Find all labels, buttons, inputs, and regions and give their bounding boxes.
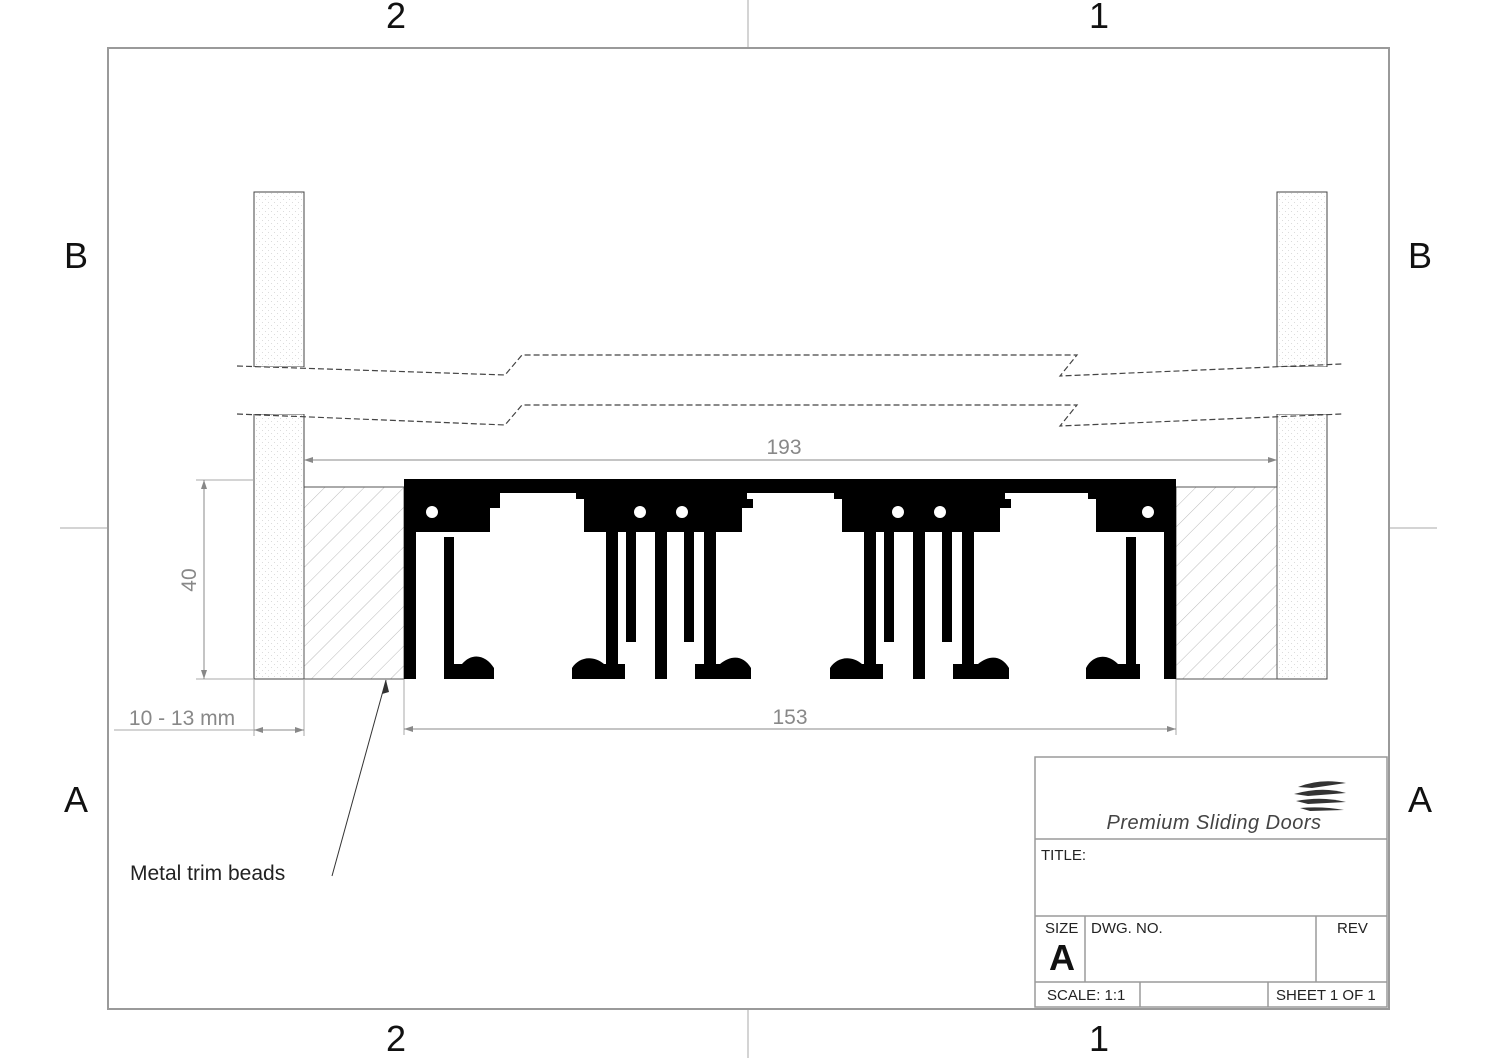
dimension-193: 193 [304,436,1277,463]
company-logo-icon [1294,781,1346,811]
company-logo-text: Premium Sliding Doors [1106,812,1321,834]
profile-slots [424,506,1156,665]
trim-bead-callout: Metal trim beads [130,679,389,885]
zone-label-bottom-1: 1 [1089,1018,1109,1058]
dimension-193-label: 193 [766,436,801,459]
rev-label: REV [1337,920,1368,937]
drawing-border [107,47,1390,1010]
callout-label: Metal trim beads [130,862,285,885]
dimension-153: 153 [403,679,1177,735]
sheet-label: SHEET 1 OF 1 [1276,987,1376,1004]
track-profile [404,479,1176,679]
size-value: A [1049,937,1075,978]
title-label: TITLE: [1041,847,1086,864]
zone-label-top-2: 2 [386,0,406,36]
zone-label-left-b: B [64,235,88,276]
dwg-no-label: DWG. NO. [1091,920,1163,937]
centering-marks [60,0,1437,1058]
dimension-40-label: 40 [178,568,201,591]
right-infill-hatch [1175,486,1278,680]
dimension-wall-thickness: 10 - 13 mm [114,679,305,736]
left-wall [253,191,305,680]
zone-label-top-1: 1 [1089,0,1109,36]
scale-label: SCALE: 1:1 [1047,987,1125,1004]
title-block [1034,756,1388,1008]
zone-label-right-a: A [1408,779,1432,820]
zone-label-right-b: B [1408,235,1432,276]
zone-label-bottom-2: 2 [386,1018,406,1058]
dimension-153-label: 153 [772,706,807,729]
left-infill-hatch [303,486,405,680]
dimension-wall-thickness-label: 10 - 13 mm [129,707,235,730]
zone-label-left-a: A [64,779,88,820]
dimension-40: 40 [178,479,254,680]
size-label: SIZE [1045,920,1078,937]
ceiling-break-lines [236,354,1343,427]
right-wall [1276,191,1328,680]
